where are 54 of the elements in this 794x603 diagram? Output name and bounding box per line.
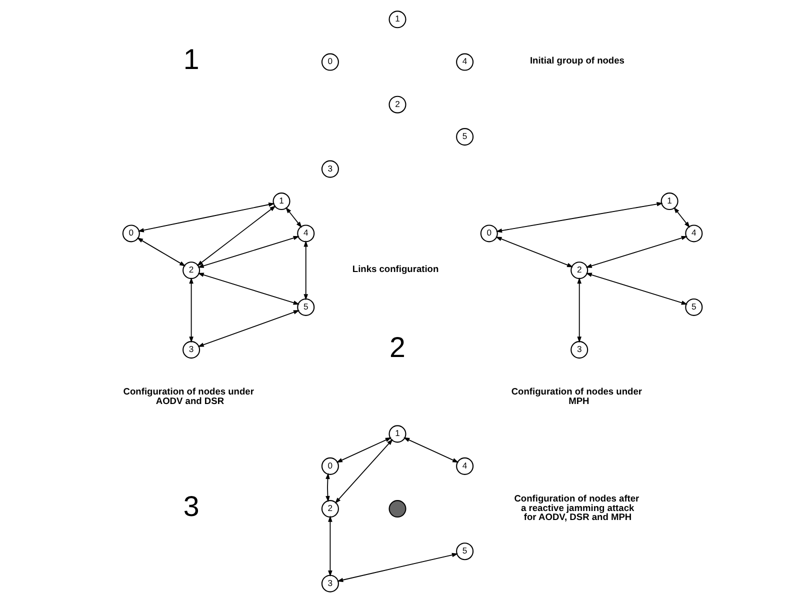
label: 3 (182, 490, 199, 523)
node-circle: 4 (296, 224, 314, 242)
node-circle: 0 (480, 224, 498, 242)
label: 1 (182, 44, 199, 76)
arrow (197, 310, 300, 347)
node-circle: 1 (388, 425, 406, 443)
arrow (197, 272, 300, 305)
node-circle: 2 (570, 262, 588, 280)
label: 2 (389, 332, 405, 364)
node-circle: 1 (272, 192, 290, 210)
arrow (325, 472, 330, 502)
node-circle: 3 (182, 341, 200, 359)
node-circle (388, 500, 406, 518)
node-circle: 3 (320, 160, 338, 178)
node-circle: 5 (684, 298, 702, 316)
node-circle: 5 (456, 128, 474, 146)
node-circle: 0 (320, 457, 338, 475)
arrow (585, 236, 688, 268)
arrow (334, 439, 392, 504)
node-circle: 1 (660, 192, 678, 210)
label: Configuration of nodes under AODV and DSR (122, 386, 254, 406)
arrow (576, 277, 582, 343)
arrow (336, 437, 392, 463)
arrow (495, 236, 573, 268)
node-circle: 2 (320, 500, 338, 518)
node-circle: 1 (388, 10, 406, 28)
node-circle: 2 (182, 262, 200, 280)
node-circle: 5 (456, 542, 474, 560)
arrow (137, 202, 274, 232)
label: Configuration of nodes under MPH (510, 386, 642, 406)
arrow (336, 552, 458, 582)
label: Links configuration (352, 264, 438, 274)
arrow (285, 207, 302, 228)
node-circle: 0 (122, 224, 140, 242)
arrow (197, 236, 299, 268)
label: Initial group of nodes (529, 56, 624, 66)
arrow (303, 240, 308, 300)
arrow (402, 437, 458, 463)
arrow (136, 238, 186, 266)
arrow (673, 207, 690, 228)
node-circle: 4 (456, 457, 474, 475)
node-circle: 4 (456, 53, 474, 71)
node-circle: 2 (388, 96, 406, 114)
node-circle: 3 (570, 341, 588, 359)
node-circle: 3 (320, 574, 338, 592)
node-circle: 5 (296, 298, 314, 316)
arrow (495, 202, 662, 233)
arrow (196, 206, 276, 266)
label: Configuration of nodes after a reactive jamming attack for AODV, DSR and MPH (514, 494, 639, 522)
node-circle: 0 (320, 53, 338, 71)
arrow (188, 277, 193, 343)
arrow (328, 516, 332, 577)
arrow (585, 272, 688, 305)
node-circle: 4 (684, 224, 702, 242)
